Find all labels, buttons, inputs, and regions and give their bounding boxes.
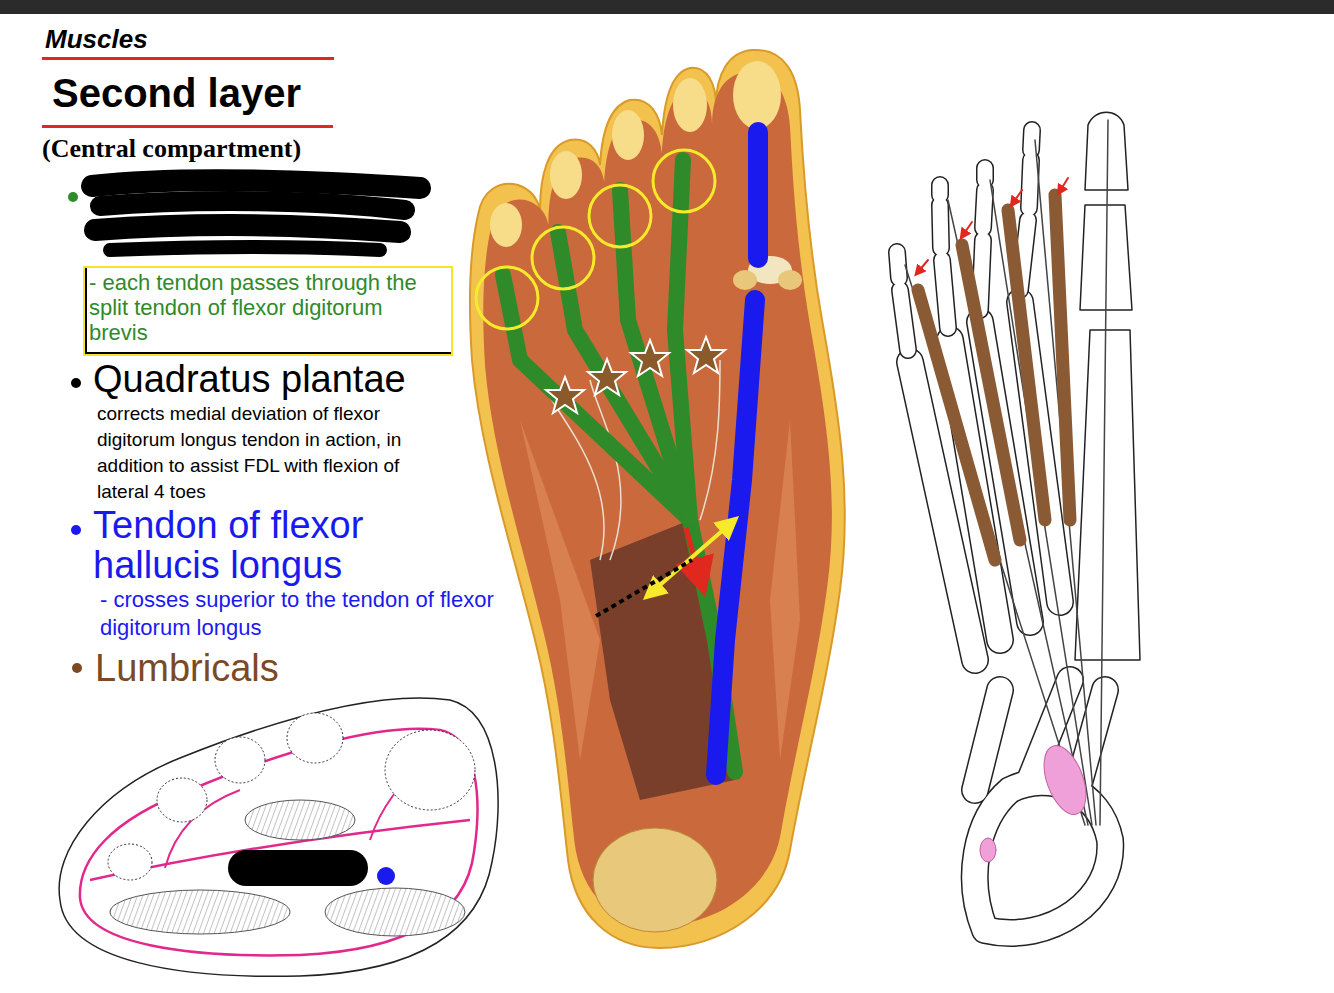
section-heading-band: Second layer [42,60,333,128]
node-text: - each tendon passes through the split t… [89,270,419,345]
muscle-name: Tendon of flexor hallucis longus [93,505,433,585]
foot-dissection [470,50,845,948]
redaction [92,180,420,250]
description: - crosses superior to the tendon of flex… [100,586,495,642]
foot-bones-drawing [897,112,1140,933]
description: corrects medial deviation of flexor digi… [97,401,445,505]
slide-title: Muscles [45,24,148,55]
subheading: (Central compartment) [42,133,372,165]
muscle-name: Lumbricals [95,646,415,690]
cross-section [59,698,498,976]
top-bar [0,0,1334,14]
bullets [68,192,82,673]
node-text: Second layer [52,70,327,116]
note-box: - each tendon passes through the split t… [83,266,453,356]
muscle-name: Quadratus plantae [93,357,493,401]
